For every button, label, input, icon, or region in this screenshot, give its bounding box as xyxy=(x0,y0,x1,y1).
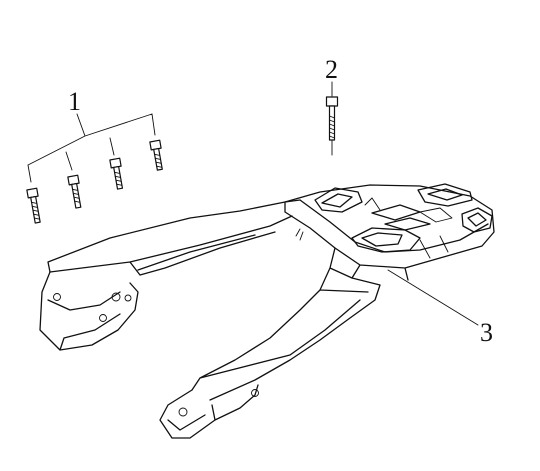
bolt-icon xyxy=(67,174,82,209)
frame-right-arm xyxy=(191,247,381,401)
bolt-icon xyxy=(26,187,41,224)
frame-left-bracket xyxy=(39,271,139,351)
bolt-icon xyxy=(109,157,124,190)
rack-opening-2 xyxy=(417,183,473,207)
callout-3: 3 xyxy=(387,269,493,347)
callout-1: 1 xyxy=(27,87,156,183)
bolt-group-1 xyxy=(26,139,163,224)
callout-label-2: 2 xyxy=(325,55,338,84)
frame-lower-bracket xyxy=(159,384,259,439)
rack-opening-1 xyxy=(314,187,363,213)
rack-slot xyxy=(371,204,431,231)
callout-1-leader xyxy=(27,113,156,183)
callout-3-leader xyxy=(387,269,479,326)
rack-opening-3 xyxy=(461,207,493,233)
rear-carrier-frame xyxy=(39,183,495,439)
rack-opening-4 xyxy=(351,227,421,253)
callout-2: 2 xyxy=(325,55,339,156)
callout-label-1: 1 xyxy=(68,87,81,116)
bolt-icon xyxy=(149,139,163,171)
callout-label-3: 3 xyxy=(480,318,493,347)
frame-left-arm xyxy=(47,199,301,276)
bolt-icon xyxy=(325,96,339,141)
